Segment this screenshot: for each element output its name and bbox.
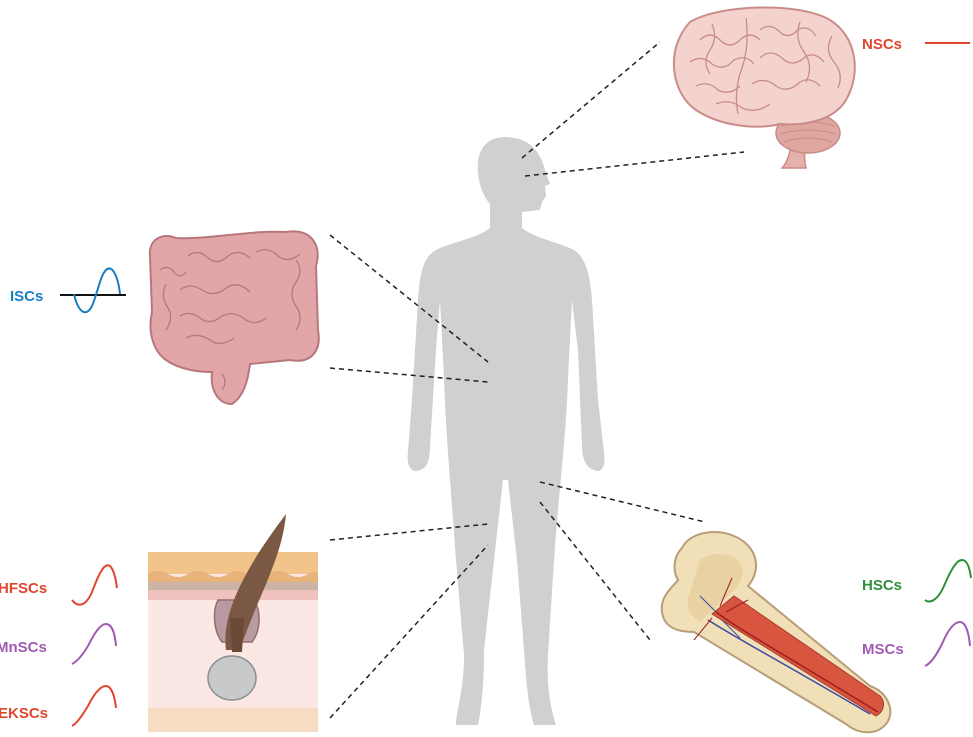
hsc-label-group: HSCs xyxy=(862,560,971,601)
bone-femur-icon xyxy=(662,532,891,732)
mnsc-label: MnSCs xyxy=(0,639,47,656)
nsc-label-group: NSCs xyxy=(862,36,970,53)
msc-wave-icon xyxy=(925,622,970,666)
nsc-label: NSCs xyxy=(862,36,902,53)
hsc-label: HSCs xyxy=(862,577,902,594)
eksc-wave-icon xyxy=(72,686,116,726)
isc-label: ISCs xyxy=(10,288,43,305)
msc-label-group: MSCs xyxy=(862,622,970,666)
skin-hair-follicle-icon xyxy=(148,514,318,732)
hfsc-wave-icon xyxy=(72,565,117,604)
mnsc-wave-icon xyxy=(72,624,116,664)
msc-label: MSCs xyxy=(862,641,904,658)
hfsc-label: HFSCs xyxy=(0,580,47,597)
intestine-icon xyxy=(150,231,319,404)
eksc-label-group: EKSCs xyxy=(0,686,116,726)
isc-label-group: ISCs xyxy=(10,268,126,312)
mnsc-label-group: MnSCs xyxy=(0,624,116,664)
isc-oscillation-wave-icon xyxy=(74,268,120,312)
hsc-wave-icon xyxy=(925,560,971,601)
eksc-label: EKSCs xyxy=(0,705,48,722)
hfsc-label-group: HFSCs xyxy=(0,565,117,604)
human-silhouette-icon xyxy=(408,137,605,725)
brain-icon xyxy=(674,7,855,168)
